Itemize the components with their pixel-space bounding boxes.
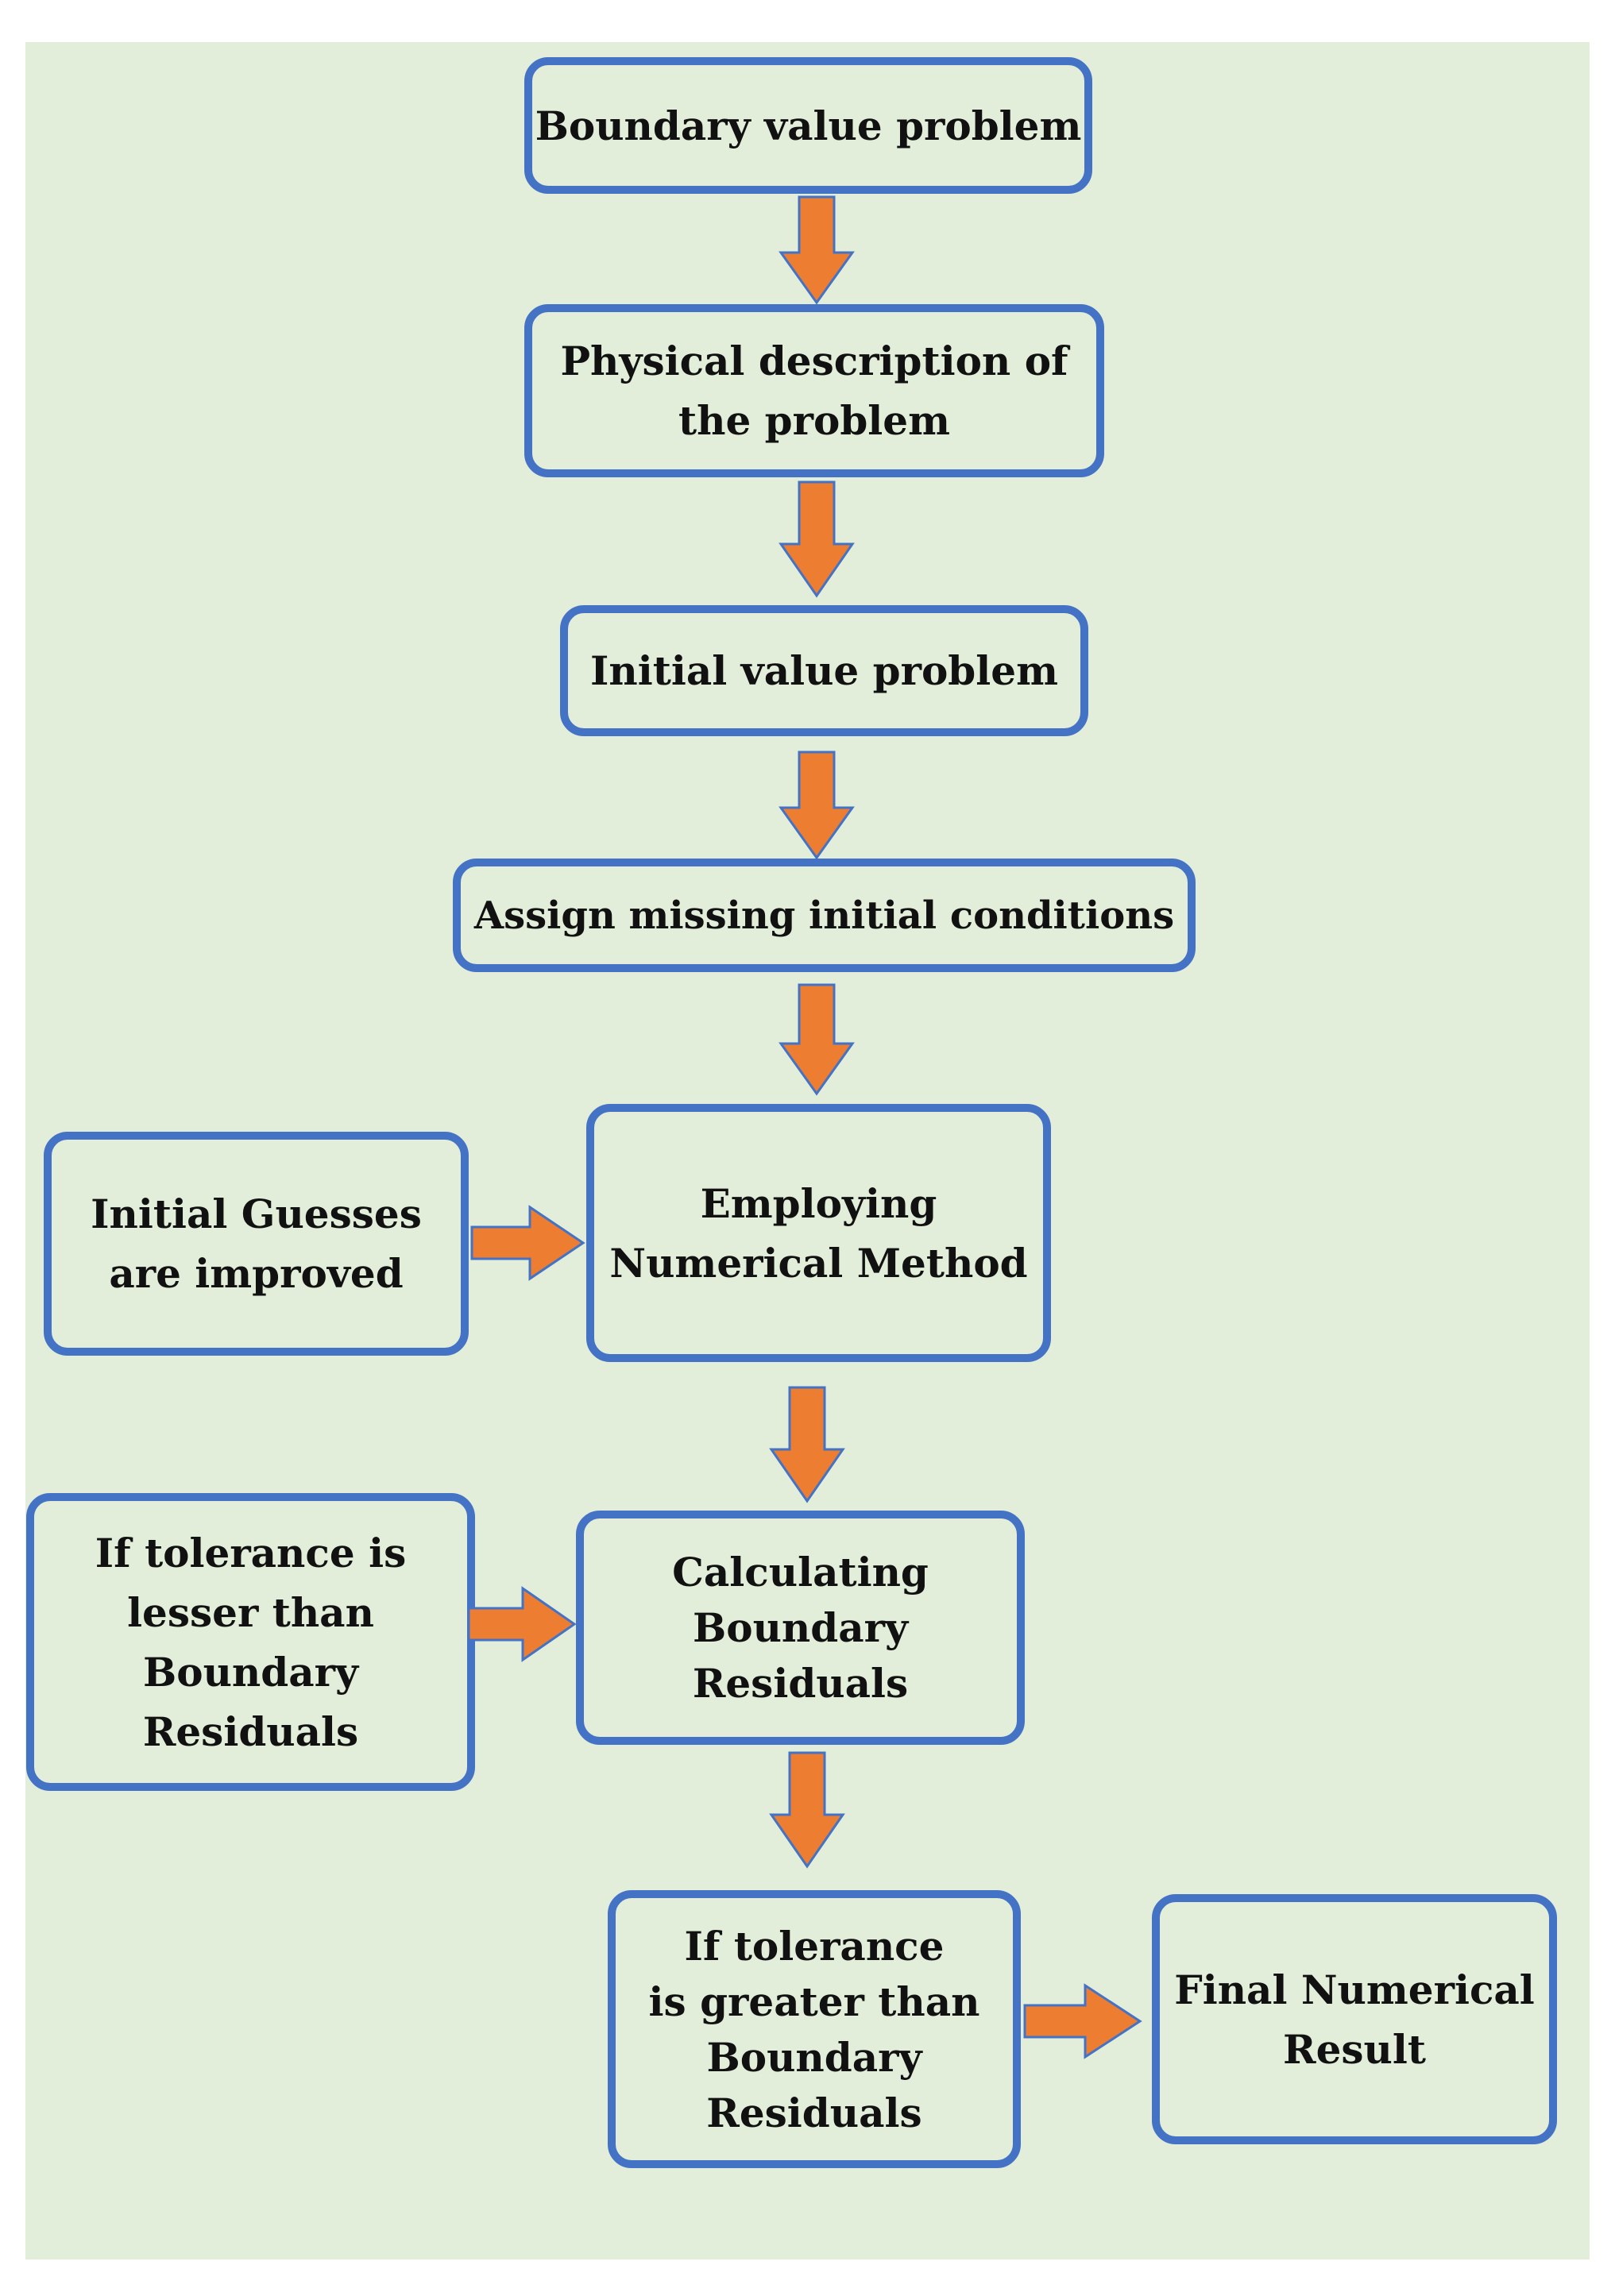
- node-label: Employing Numerical Method: [609, 1179, 1028, 1287]
- down-arrow-icon: [769, 1751, 845, 1869]
- node-label: If tolerance is greater than Boundary Re…: [648, 1923, 980, 2136]
- node-tolerance-lesser: If tolerance is lesser than Boundary Res…: [26, 1493, 475, 1791]
- node-boundary-value-problem: Boundary value problem: [524, 57, 1092, 194]
- node-label: Physical description of the problem: [560, 338, 1068, 444]
- node-calculating-boundary-residuals: Calculating Boundary Residuals: [576, 1511, 1025, 1745]
- node-label: If tolerance is lesser than Boundary Res…: [95, 1529, 407, 1755]
- right-arrow-icon: [467, 1586, 577, 1662]
- right-arrow-icon: [1023, 1983, 1142, 2059]
- node-tolerance-greater: If tolerance is greater than Boundary Re…: [608, 1890, 1021, 2168]
- right-arrow-icon: [470, 1205, 585, 1281]
- node-initial-guesses-improved: Initial Guesses are improved: [44, 1132, 469, 1356]
- node-employing-numerical-method: Employing Numerical Method: [586, 1104, 1051, 1362]
- node-label: Initial value problem: [590, 647, 1058, 694]
- flowchart-panel: [25, 42, 1590, 2259]
- down-arrow-icon: [779, 983, 855, 1096]
- node-final-numerical-result: Final Numerical Result: [1152, 1894, 1557, 2144]
- node-physical-description: Physical description of the problem: [524, 304, 1104, 477]
- node-label: Final Numerical Result: [1174, 1966, 1535, 2073]
- down-arrow-icon: [779, 751, 855, 860]
- node-label: Assign missing initial conditions: [473, 893, 1175, 938]
- down-arrow-icon: [779, 480, 855, 598]
- node-label: Calculating Boundary Residuals: [672, 1548, 929, 1707]
- down-arrow-icon: [779, 195, 855, 305]
- node-assign-missing-conditions: Assign missing initial conditions: [453, 859, 1196, 972]
- node-label: Boundary value problem: [535, 102, 1082, 149]
- node-initial-value-problem: Initial value problem: [560, 605, 1088, 736]
- down-arrow-icon: [769, 1386, 845, 1503]
- node-label: Initial Guesses are improved: [91, 1190, 422, 1297]
